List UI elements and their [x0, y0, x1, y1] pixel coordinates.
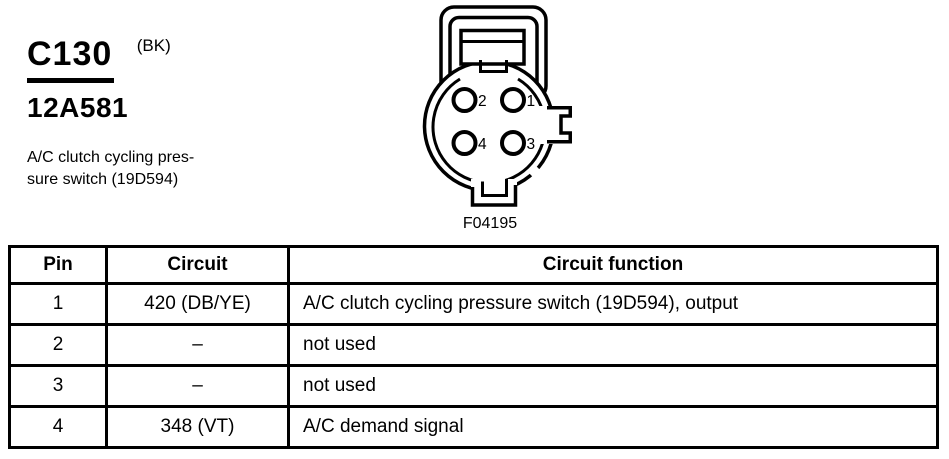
pin-1-circle	[500, 87, 526, 113]
outline-gap	[526, 163, 542, 179]
bottom-tab-mask	[471, 179, 517, 207]
connector-diagram: 2 1 4 3	[422, 5, 572, 207]
pin-1-label: 1	[527, 93, 536, 110]
pin-cell: 2	[8, 323, 108, 367]
circuit-cell: –	[105, 364, 290, 408]
pin-3-label: 3	[527, 136, 536, 153]
circuit-cell: –	[105, 323, 290, 367]
description-line-1: A/C clutch cycling pres-	[27, 149, 195, 166]
part-number: 12A581	[27, 92, 129, 123]
circuit-cell: 348 (VT)	[105, 405, 290, 449]
description-line-2: sure switch (19D594)	[27, 171, 179, 188]
pin-2-circle	[451, 87, 478, 113]
table-row: 3 – not used	[8, 364, 939, 408]
pin-cell: 4	[8, 405, 108, 449]
key-protrusion-mask	[538, 106, 572, 144]
latch-tab	[459, 28, 526, 66]
key-protrusion	[547, 106, 572, 144]
pin-4-label: 4	[478, 136, 487, 153]
circuit-cell: 420 (DB/YE)	[105, 282, 290, 326]
figure-caption: F04195	[462, 215, 518, 232]
circuit-function-cell: A/C clutch cycling pressure switch (19D5…	[287, 282, 939, 326]
circuit-function-cell: not used	[287, 323, 939, 367]
circuit-function-cell: not used	[287, 364, 939, 408]
column-header-circuit: Circuit	[105, 245, 290, 285]
table-row: 4 348 (VT) A/C demand signal	[8, 405, 939, 449]
connector-description: A/C clutch cycling pres- sure switch (19…	[27, 147, 194, 191]
connector-color-code: (BK)	[136, 36, 171, 55]
connector-id: C130	[27, 37, 115, 83]
bottom-tab-inner	[481, 179, 508, 197]
column-header-pin: Pin	[8, 245, 108, 285]
circuit-function-cell: A/C demand signal	[287, 405, 939, 449]
pin-3-circle	[500, 130, 526, 156]
latch-tab-notch	[479, 60, 508, 73]
pin-cell: 3	[8, 364, 108, 408]
table-header-row: Pin Circuit Circuit function	[8, 245, 939, 285]
table-row: 1 420 (DB/YE) A/C clutch cycling pressur…	[8, 282, 939, 326]
pin-4-circle	[451, 130, 478, 156]
pin-cell: 1	[8, 282, 108, 326]
column-header-circuit-function: Circuit function	[287, 245, 939, 285]
connector-id-block: C130 (BK) 12A581 A/C clutch cycling pres…	[27, 36, 194, 191]
bottom-tab-outer	[470, 185, 518, 207]
pin-2-label: 2	[478, 93, 487, 110]
table-row: 2 – not used	[8, 323, 939, 367]
pinout-table: Pin Circuit Circuit function 1 420 (DB/Y…	[8, 245, 939, 449]
